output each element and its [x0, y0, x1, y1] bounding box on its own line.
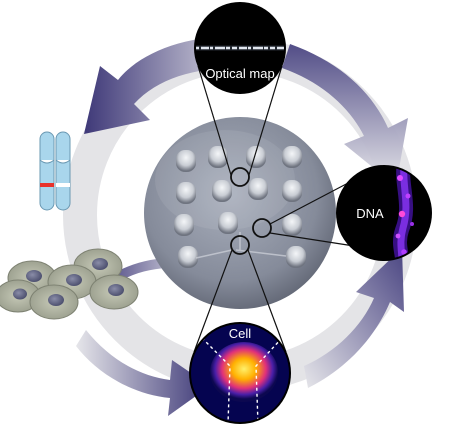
- arrow-top-right: [282, 44, 408, 186]
- dna-callout: [336, 165, 432, 261]
- zoom-spot-optical: [230, 167, 250, 187]
- cell-label: Cell: [228, 326, 252, 341]
- chip-wells: [174, 146, 306, 268]
- chromosome-icon: [39, 131, 71, 211]
- zoom-spot-cell: [230, 235, 250, 255]
- cell-cluster-icon: [0, 248, 139, 320]
- microfluidic-chip: [144, 117, 336, 309]
- optical-map-label: Optical map: [205, 66, 275, 81]
- optical-map-callout: [194, 2, 286, 94]
- cell-callout: [189, 322, 291, 424]
- arrow-bottom-left: [76, 330, 210, 416]
- zoom-connectors: [193, 65, 355, 353]
- arrow-bottom-right: [304, 248, 404, 388]
- dna-label: DNA: [356, 206, 384, 221]
- zoom-spot-dna: [252, 218, 272, 238]
